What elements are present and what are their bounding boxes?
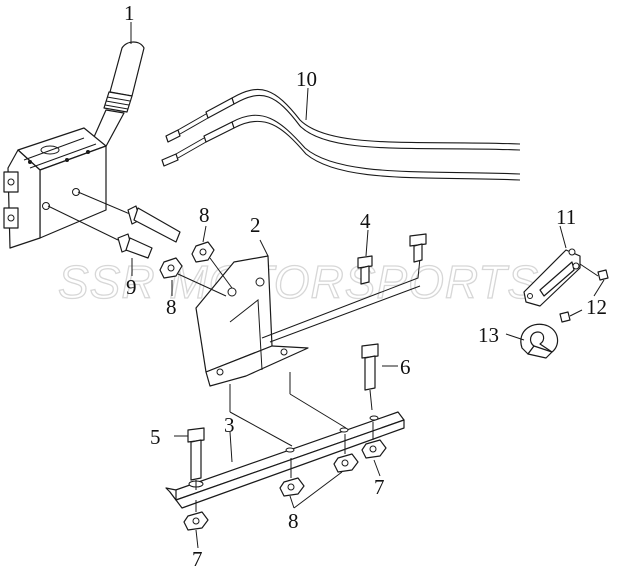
shift-lever-assembly: [3, 41, 145, 249]
callout-8-left: 8: [166, 295, 177, 319]
callout-9: 9: [126, 275, 137, 299]
callout-13: 13: [478, 323, 499, 347]
watermark: SSR MOTORSPORTS: [58, 256, 539, 308]
callout-10: 10: [296, 67, 317, 91]
bolt-4-pair: [357, 233, 427, 285]
callout-6: 6: [400, 355, 411, 379]
callout-7-right: 7: [374, 475, 385, 499]
shift-cables: [161, 89, 521, 181]
callout-leaders: [130, 22, 605, 549]
callout-labels: 1 2 3 4 5 6 7 7 8 8 8 9 10 11 12 13: [124, 1, 607, 571]
callout-8-bottom: 8: [288, 509, 299, 533]
callout-2: 2: [250, 213, 261, 237]
callout-8-top: 8: [199, 203, 210, 227]
upper-bracket: [195, 239, 421, 387]
nuts: [159, 241, 387, 531]
cable-bracket-11: [523, 248, 609, 323]
clip-13: [520, 323, 559, 359]
callout-3: 3: [224, 413, 235, 437]
callout-11: 11: [556, 205, 576, 229]
callout-1: 1: [124, 1, 135, 25]
bolt-6: [361, 343, 379, 411]
callout-5: 5: [150, 425, 161, 449]
callout-4: 4: [360, 209, 371, 233]
callout-7-bottom: 7: [192, 547, 203, 571]
callout-12: 12: [586, 295, 607, 319]
bolt-5: [187, 427, 205, 490]
housing-bolts: [47, 191, 181, 259]
